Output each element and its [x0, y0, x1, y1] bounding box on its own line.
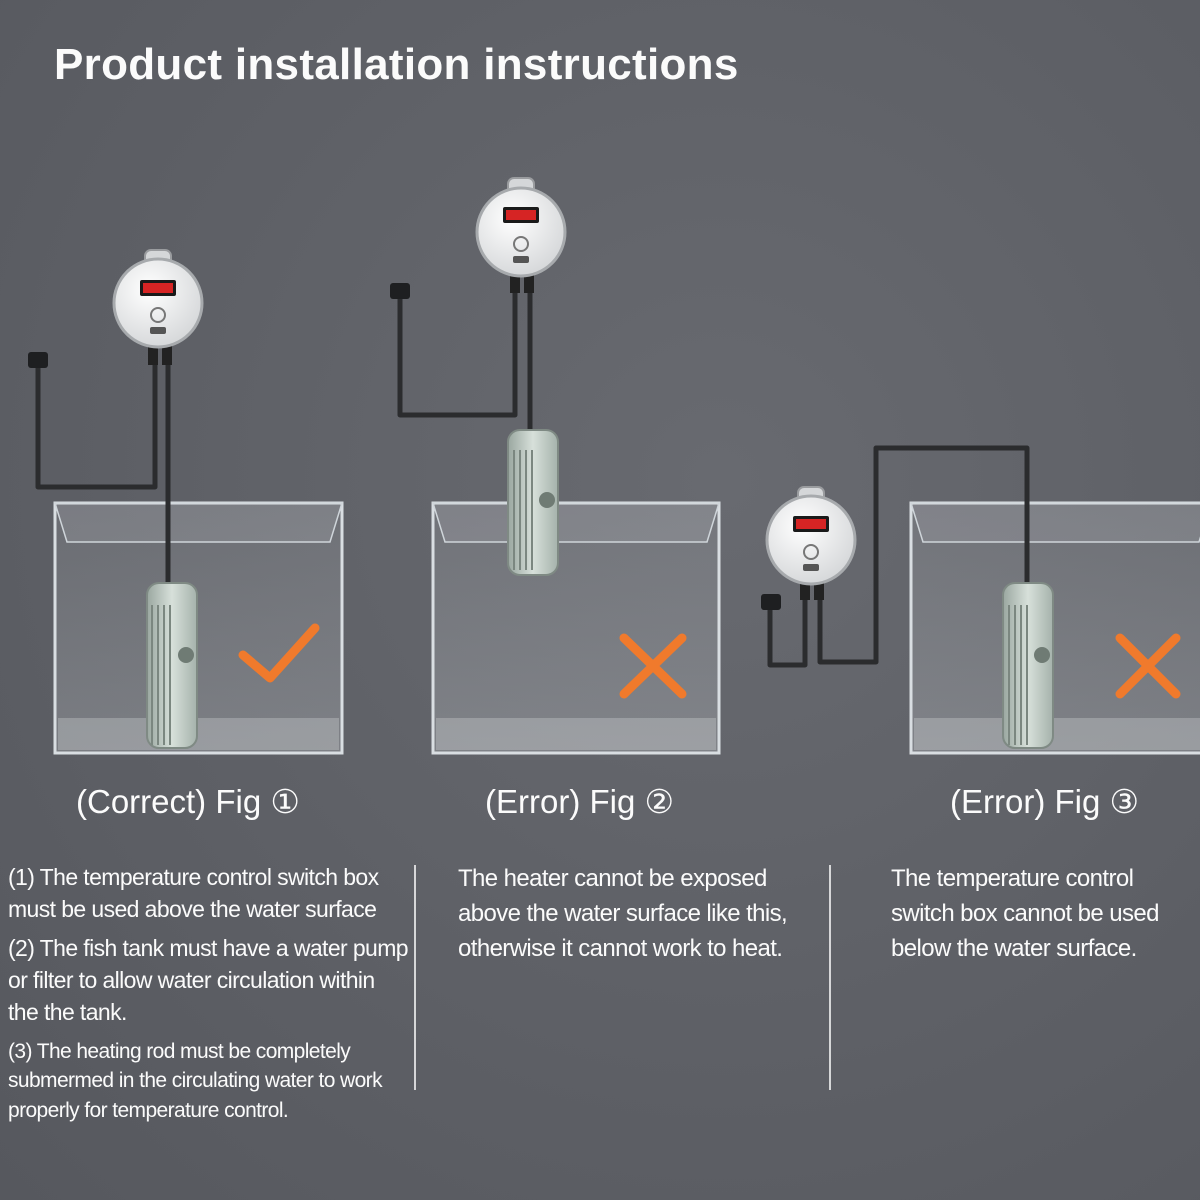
cables-1	[35, 347, 171, 593]
temperature-control-box-1	[112, 249, 204, 365]
cables-2	[397, 277, 533, 438]
figure-3-caption: (Error) Fig ③	[950, 783, 1140, 820]
fish-tank-2	[431, 501, 721, 755]
figure-1-illustration	[28, 249, 344, 755]
heating-rod-2	[507, 429, 559, 576]
figure-2-caption: (Error) Fig ②	[485, 783, 675, 820]
note-item: (2) The fish tank must have a water pump…	[8, 935, 409, 1025]
temperature-probe-2	[390, 283, 410, 299]
cables-3	[767, 445, 1030, 668]
figure-1-notes: (1) The temperature control switch box m…	[8, 862, 409, 1134]
column-divider	[414, 865, 416, 1090]
temperature-control-box-3	[765, 486, 857, 600]
figure-3-illustration	[761, 445, 1200, 755]
figure-2-notes: The heater cannot be exposed above the w…	[458, 862, 803, 974]
page-title: Product installation instructions	[54, 40, 739, 89]
heating-rod-3	[1002, 582, 1054, 749]
cross-icon	[1115, 633, 1181, 699]
heating-rod-1	[146, 582, 198, 749]
note-item: The temperature control switch box canno…	[891, 865, 1159, 962]
column-divider	[829, 865, 831, 1090]
temperature-probe-3	[761, 594, 781, 610]
fish-tank-1	[53, 501, 344, 755]
temperature-probe-1	[28, 352, 48, 368]
cross-icon	[619, 633, 687, 699]
temperature-control-box-2	[475, 177, 567, 293]
note-item: (1) The temperature control switch box m…	[8, 864, 379, 922]
figure-2-illustration	[390, 177, 721, 755]
figure-3-notes: The temperature control switch box canno…	[891, 862, 1191, 974]
note-item: The heater cannot be exposed above the w…	[458, 865, 788, 962]
figure-1-caption: (Correct) Fig ①	[76, 783, 300, 820]
check-icon	[238, 623, 320, 683]
fish-tank-3	[909, 501, 1200, 755]
note-item: (3) The heating rod must be completely s…	[8, 1039, 383, 1123]
